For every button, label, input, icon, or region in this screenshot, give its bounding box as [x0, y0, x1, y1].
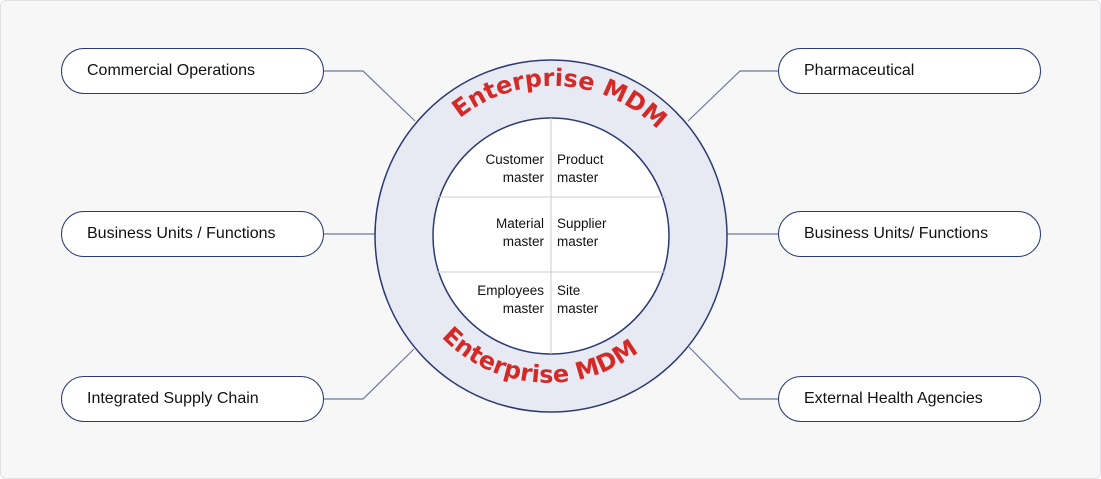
connector-pharmaceutical — [687, 70, 779, 122]
node-label: Business Units/ Functions — [804, 225, 989, 242]
node-label: Pharmaceutical — [804, 62, 915, 79]
node-label: External Health Agencies — [804, 390, 983, 407]
connector-external-health-agencies — [688, 346, 779, 400]
node-label: Integrated Supply Chain — [87, 390, 259, 407]
node-integrated-supply-chain: Integrated Supply Chain — [61, 376, 324, 422]
node-commercial-operations: Commercial Operations — [61, 48, 324, 94]
node-external-health-agencies: External Health Agencies — [778, 376, 1041, 422]
node-business-units-functions-right: Business Units/ Functions — [778, 211, 1041, 257]
node-pharmaceutical: Pharmaceutical — [778, 48, 1041, 94]
connector-commercial-operations — [323, 70, 416, 122]
node-label: Business Units / Functions — [87, 225, 276, 242]
node-business-units-functions-left: Business Units / Functions — [61, 211, 324, 257]
node-label: Commercial Operations — [87, 62, 256, 79]
connector-integrated-supply-chain — [323, 348, 415, 400]
